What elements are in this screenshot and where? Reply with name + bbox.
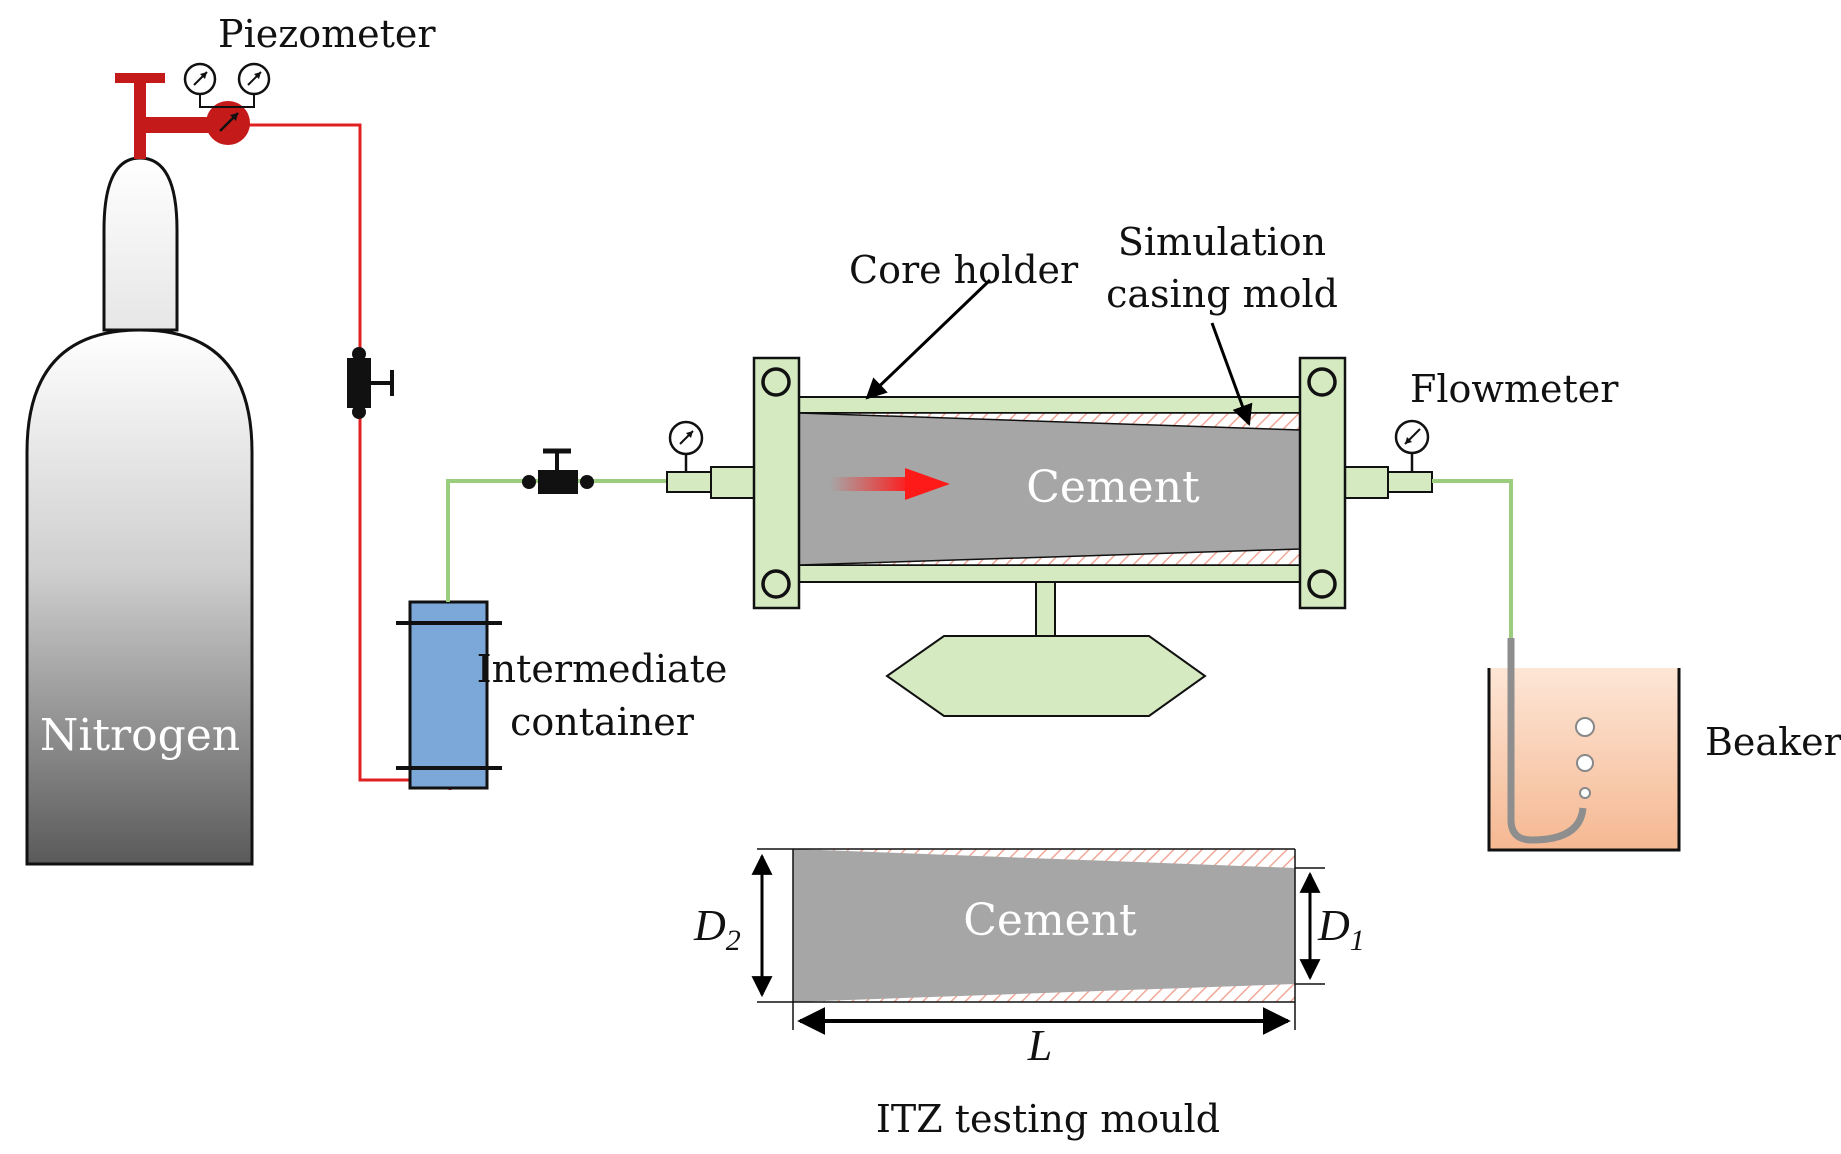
core-holder-label: Core holder bbox=[849, 248, 1079, 292]
flowmeter-gauge bbox=[1394, 419, 1430, 472]
holder-stand-base bbox=[885, 635, 1207, 717]
beaker bbox=[1487, 638, 1681, 852]
piezometer-gauges bbox=[183, 62, 271, 108]
cylinder-body bbox=[25, 328, 254, 866]
core-holder-callout-arrow bbox=[865, 278, 992, 400]
intermediate-label-line2: container bbox=[510, 700, 695, 744]
mould-cement-label: Cement bbox=[963, 895, 1137, 946]
itz-testing-mould bbox=[757, 848, 1325, 1030]
core-holder-top-rail bbox=[798, 396, 1301, 414]
cylinder-valve bbox=[115, 73, 250, 159]
right-flange bbox=[1298, 356, 1347, 610]
core-holder-bottom-rail bbox=[798, 564, 1301, 583]
inlet-line bbox=[446, 479, 667, 602]
length-symbol: L bbox=[1027, 1021, 1052, 1070]
inlet-valve bbox=[522, 448, 594, 494]
outlet-line bbox=[1432, 479, 1513, 638]
bubble bbox=[1576, 754, 1594, 772]
simulation-callout-arrow bbox=[1210, 322, 1253, 426]
flow-direction-arrow bbox=[830, 468, 950, 500]
d1-symbol: D1 bbox=[1317, 901, 1365, 957]
nitrogen-label: Nitrogen bbox=[40, 710, 240, 761]
bubble bbox=[1579, 787, 1591, 799]
d2-symbol: D2 bbox=[693, 901, 741, 957]
flowmeter-label: Flowmeter bbox=[1410, 367, 1619, 411]
core-holder bbox=[666, 356, 1433, 717]
inlet-pressure-gauge bbox=[668, 420, 704, 472]
left-flange bbox=[752, 356, 801, 610]
intermediate-label-line1: Intermediate bbox=[477, 647, 728, 691]
cylinder-neck bbox=[102, 156, 179, 332]
gas-line-valve bbox=[347, 347, 394, 419]
beaker-label: Beaker bbox=[1705, 720, 1841, 764]
cement-label: Cement bbox=[1026, 462, 1200, 513]
outlet-tube bbox=[1507, 638, 1587, 844]
simulation-label-line1: Simulation bbox=[1118, 220, 1326, 264]
bubble bbox=[1575, 717, 1595, 737]
piezometer-label: Piezometer bbox=[218, 12, 436, 56]
mould-cement bbox=[793, 849, 1295, 1002]
mould-title: ITZ testing mould bbox=[876, 1097, 1220, 1141]
simulation-label-line2: casing mold bbox=[1106, 272, 1338, 316]
intermediate-container bbox=[396, 600, 502, 790]
